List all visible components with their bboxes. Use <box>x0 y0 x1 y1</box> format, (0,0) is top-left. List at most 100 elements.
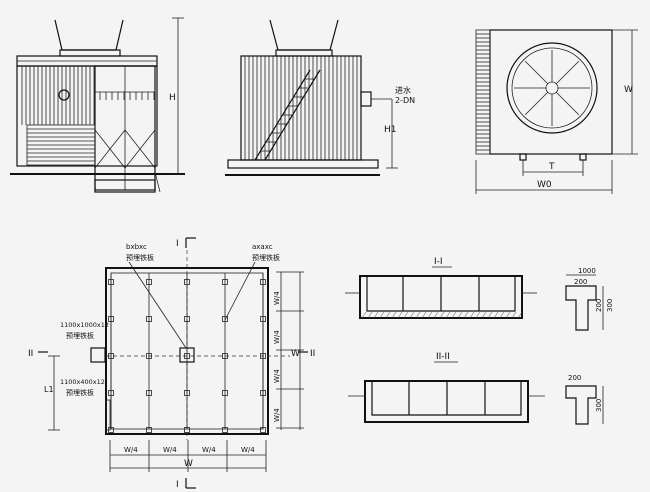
hatch-line <box>493 311 499 319</box>
detail-200-label-a: 200 <box>574 278 587 286</box>
anchor-bolt <box>108 390 114 396</box>
anchor-bolt <box>222 279 228 285</box>
anchor-bolt <box>146 316 152 322</box>
quarter-b2: W/4 <box>163 446 177 454</box>
plate-1100x1000-label: 1100x1000x12 <box>60 321 109 329</box>
anchor-bolt <box>108 316 114 322</box>
anchor-bolt <box>146 353 152 359</box>
dim-t-label: T <box>548 162 555 172</box>
hatch-line <box>397 311 403 319</box>
anchor-bolt <box>222 353 228 359</box>
section-mark-bottom: I <box>176 480 179 490</box>
hatch-line <box>481 311 487 319</box>
anchor-bolt <box>260 427 266 433</box>
dim-w-bottom-label: W <box>184 459 193 469</box>
hatch-line <box>439 311 445 319</box>
anchor-bolt <box>184 316 190 322</box>
detail-300-label-b: 300 <box>595 399 603 412</box>
hatch-line <box>385 311 391 319</box>
hatch-line <box>445 311 451 319</box>
anchor-bolt <box>184 427 190 433</box>
hatch-line <box>451 311 457 319</box>
section-ii-ii: II-II <box>348 352 545 423</box>
quarter-b1: W/4 <box>124 446 138 454</box>
hatch-line <box>469 311 475 319</box>
section-i-i: I-I <box>345 257 537 319</box>
dim-l1-label: L1 <box>44 385 54 394</box>
hatch-line <box>433 311 439 319</box>
section-i-title: I-I <box>434 257 443 267</box>
dim-w-right-label: W <box>624 85 633 95</box>
hatch-line <box>421 311 427 319</box>
plate-bxbxc-name: 预埋铁板 <box>126 253 154 262</box>
detail-1000-label: 1000 <box>578 267 596 275</box>
hatch-line <box>457 311 463 319</box>
quarter-r2: W/4 <box>273 330 281 344</box>
hatch-line <box>391 311 397 319</box>
inlet-dn-label: 2-DN <box>395 96 415 105</box>
anchor-bolt <box>260 279 266 285</box>
plate-axaxc-name: 预埋铁板 <box>252 253 280 262</box>
dim-w-side-label: W <box>291 349 300 359</box>
fan-blade <box>555 60 580 85</box>
anchor-bolt <box>222 316 228 322</box>
hatch-line <box>415 311 421 319</box>
plate-bxbxc-label: bxbxc <box>126 243 147 251</box>
hatch-line <box>499 311 505 319</box>
anchor-bolt <box>108 353 114 359</box>
hatch-line <box>409 311 415 319</box>
hatch-line <box>427 311 433 319</box>
hatch-line <box>373 311 379 319</box>
side-elevation: 进水 2-DN H1 <box>225 19 415 176</box>
anchor-bolt <box>222 390 228 396</box>
dim-h-label: H <box>169 93 176 103</box>
cross-brace <box>94 129 126 169</box>
detail-bottom: 200 300 <box>565 374 604 425</box>
cross-brace <box>124 129 156 169</box>
detail-200-label-b: 200 <box>595 299 603 312</box>
anchor-bolt <box>260 316 266 322</box>
anchor-bolt <box>184 390 190 396</box>
anchor-bolt <box>146 390 152 396</box>
anchor-bolt <box>260 353 266 359</box>
hatch-line <box>403 311 409 319</box>
dim-w0-label: W0 <box>537 180 552 190</box>
plate-1100x400-name: 预埋铁板 <box>66 388 94 397</box>
hatch-line <box>505 311 511 319</box>
plate-axaxc-label: axaxc <box>252 243 273 251</box>
anchor-bolt <box>222 427 228 433</box>
quarter-b3: W/4 <box>202 446 216 454</box>
plan-view: W T W0 <box>475 29 638 194</box>
quarter-r1: W/4 <box>273 291 281 305</box>
plate-1100x1000-name: 预埋铁板 <box>66 331 94 340</box>
hatch-line <box>367 311 373 319</box>
fan-blade <box>555 91 580 116</box>
hatch-line <box>475 311 481 319</box>
plate-1100x400-label: 1100x400x12 <box>60 378 105 386</box>
hatch-line <box>379 311 385 319</box>
detail-300-label-a: 300 <box>606 299 614 312</box>
detail-200-label-c: 200 <box>568 374 581 382</box>
dim-h1-label: H1 <box>384 125 397 135</box>
anchor-bolt <box>184 279 190 285</box>
hatch-line <box>511 311 517 319</box>
detail-top: 1000 200 200 300 <box>565 267 614 331</box>
front-elevation: H <box>10 17 185 193</box>
hatch-line <box>463 311 469 319</box>
quarter-r4: W/4 <box>273 408 281 422</box>
section-ii-right: II <box>310 349 315 359</box>
quarter-b4: W/4 <box>241 446 255 454</box>
section-ii-title: II-II <box>436 352 450 362</box>
section-mark-top: I <box>176 239 179 249</box>
anchor-bolt <box>184 353 190 359</box>
hatch-line <box>487 311 493 319</box>
anchor-bolt <box>260 390 266 396</box>
hatch-line <box>517 311 523 319</box>
anchor-bolt <box>146 279 152 285</box>
fan-blade <box>524 91 549 116</box>
hatch-line <box>361 311 367 319</box>
anchor-bolt <box>146 427 152 433</box>
foundation-plan: bxbxc 预埋铁板 axaxc 预埋铁板 1100x1000x12 预埋铁板 … <box>28 237 315 490</box>
